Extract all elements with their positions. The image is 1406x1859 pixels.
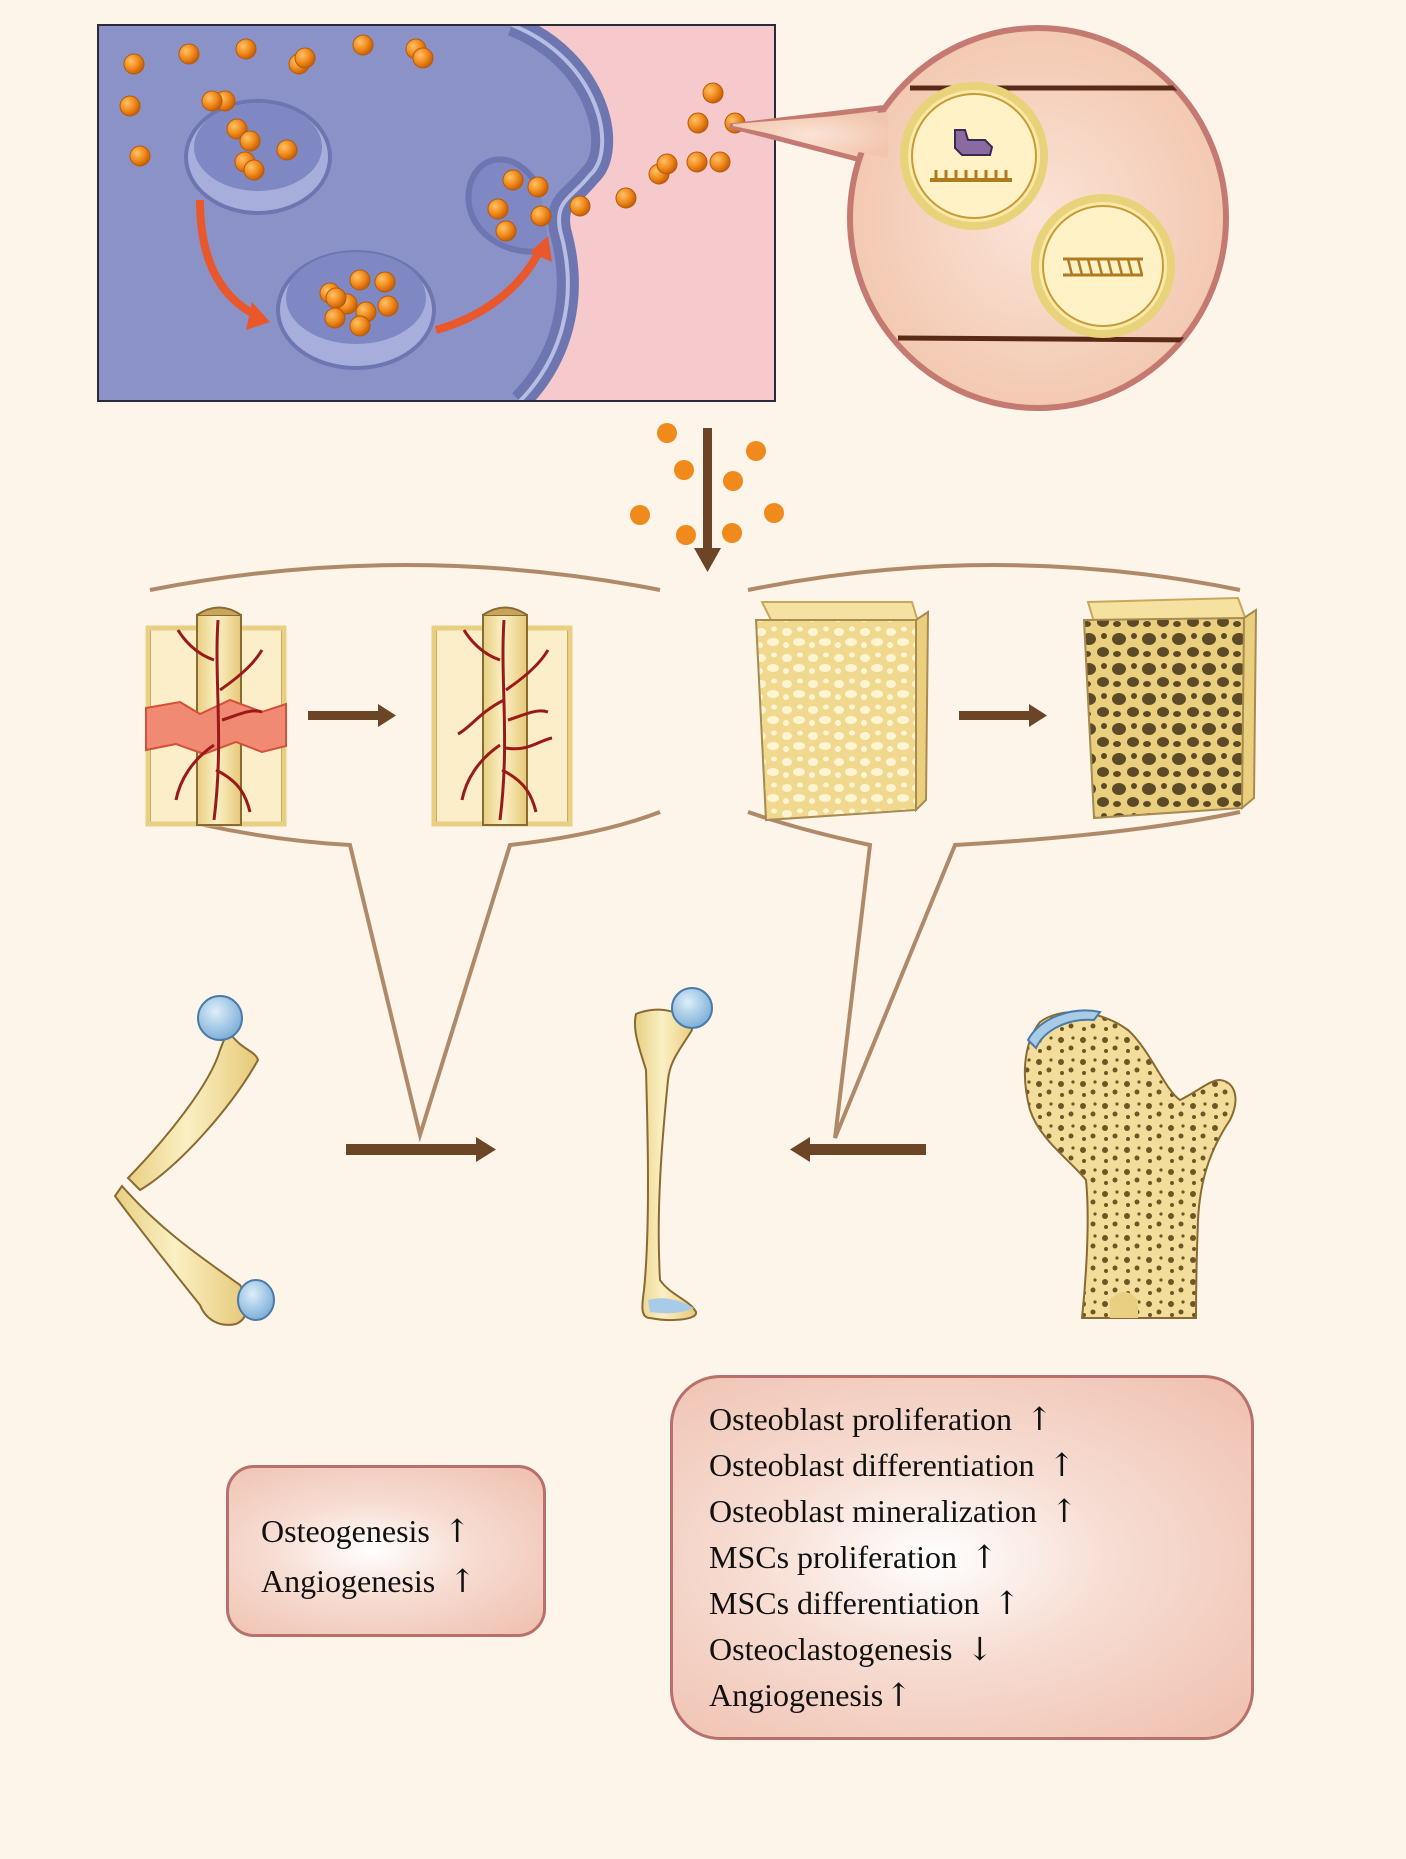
trafficking-arrow-2	[434, 248, 544, 334]
exosome-vesicle	[201, 90, 223, 112]
effect-angiogenesis: Angiogenesis↑	[709, 1672, 1251, 1718]
trafficking-arrowhead-1	[246, 302, 270, 330]
effect-label: Osteoblast mineralization	[709, 1493, 1037, 1529]
exosome-vesicle	[178, 43, 200, 65]
effect-label: MSCs differentiation	[709, 1585, 980, 1621]
effect-label: Angiogenesis	[261, 1563, 436, 1599]
exosome-vesicle	[349, 269, 371, 291]
released-exosome	[764, 503, 784, 523]
osteoporotic-femur-illustration	[1023, 1009, 1237, 1319]
exosome-vesicle	[129, 145, 151, 167]
released-exosome	[630, 505, 650, 525]
released-exosome	[657, 423, 677, 443]
exosome-protein-cargo	[900, 82, 1048, 230]
healed-bone-section	[431, 606, 573, 827]
trabecular-bone-illustration	[754, 596, 1258, 822]
trabecular-bone-bubble	[747, 563, 1241, 1139]
released-exosome	[676, 525, 696, 545]
exosome-vesicle	[324, 307, 346, 329]
healthy-trabecular-bone	[754, 601, 930, 822]
trafficking-arrow-1	[196, 199, 264, 322]
trafficking-arrowhead-2	[530, 236, 552, 262]
effect-label: Osteogenesis	[261, 1513, 430, 1549]
osteoporotic-trabecular-bone	[1082, 596, 1258, 820]
up-arrow-icon: ↑	[885, 1676, 913, 1714]
exosome-vesicle	[487, 198, 509, 220]
effect-label: Osteoblast proliferation	[709, 1401, 1013, 1437]
up-arrow-icon: ↑	[993, 1584, 1021, 1622]
exosome-vesicle	[412, 47, 434, 69]
exosome-vesicle	[686, 151, 708, 173]
healing-arrow	[308, 704, 396, 727]
exosome-cargo-bubble	[729, 25, 1229, 411]
exosome-vesicle	[656, 153, 678, 175]
exosome-vesicle	[349, 315, 371, 337]
up-arrow-icon: ↑	[970, 1538, 998, 1576]
exosome-vesicle	[352, 34, 374, 56]
exosome-secretion-illustration	[97, 24, 776, 402]
effect-osteoclastogenesis: Osteoclastogenesis ↓	[709, 1626, 1251, 1672]
exosome-vesicle	[687, 112, 709, 134]
exosome-vesicle	[239, 130, 261, 152]
fracture-healing-bubble	[149, 563, 661, 1143]
up-arrow-icon: ↑	[1048, 1446, 1076, 1484]
up-arrow-icon: ↑	[443, 1512, 471, 1550]
effect-osteoblast-mineralization: Osteoblast mineralization ↑	[709, 1488, 1251, 1534]
effect-osteoblast-differentiation: Osteoblast differentiation ↑	[709, 1442, 1251, 1488]
effect-label: Osteoblast differentiation	[709, 1447, 1035, 1483]
released-exosome	[723, 471, 743, 491]
exosome-vesicle	[530, 205, 552, 227]
exosome-vesicle	[119, 95, 141, 117]
effect-label: Osteoclastogenesis	[709, 1631, 953, 1667]
released-exosome	[746, 441, 766, 461]
exosome-vesicle	[502, 169, 524, 191]
multivesicular-body-1	[184, 99, 332, 215]
exosome-vesicle	[615, 187, 637, 209]
healthy-femur-illustration	[634, 987, 713, 1321]
exosome-delivery-arrow	[694, 428, 721, 572]
down-arrow-icon: ↓	[966, 1630, 994, 1668]
effect-osteoblast-proliferation: Osteoblast proliferation ↑	[709, 1396, 1251, 1442]
osteoporosis-effects-box: Osteoblast proliferation ↑ Osteoblast dif…	[670, 1375, 1254, 1740]
exosome-rna-cargo	[1031, 194, 1175, 338]
exosome-vesicle	[495, 220, 517, 242]
fractured-femur-illustration	[113, 995, 275, 1326]
effect-label: Angiogenesis	[709, 1677, 884, 1713]
exosome-vesicle	[527, 176, 549, 198]
fracture-healing-illustration	[145, 606, 573, 827]
effect-label: MSCs proliferation	[709, 1539, 957, 1575]
exosome-vesicle	[702, 82, 724, 104]
effect-mscs-differentiation: MSCs differentiation ↑	[709, 1580, 1251, 1626]
effect-mscs-proliferation: MSCs proliferation ↑	[709, 1534, 1251, 1580]
exosome-vesicle	[226, 118, 248, 140]
osteoporosis-effect-arrow	[790, 1137, 926, 1162]
exosome-vesicle	[243, 159, 265, 181]
treatment-arrow	[959, 704, 1047, 727]
up-arrow-icon: ↑	[1026, 1400, 1053, 1438]
exosome-vesicle	[123, 53, 145, 75]
released-exosome	[722, 523, 742, 543]
exosome-vesicle	[276, 139, 298, 161]
exosome-vesicle	[569, 195, 591, 217]
up-arrow-icon: ↑	[1050, 1492, 1078, 1530]
exosome-vesicle	[374, 271, 396, 293]
effect-angiogenesis: Angiogenesis ↑	[261, 1556, 543, 1606]
exosome-vesicle	[325, 287, 347, 309]
exosome-vesicle	[377, 295, 399, 317]
up-arrow-icon: ↑	[449, 1562, 477, 1600]
fractured-bone-section	[145, 606, 287, 827]
healing-effect-arrow	[346, 1137, 496, 1162]
released-exosome	[674, 460, 694, 480]
exosome-vesicle	[294, 47, 316, 69]
exosome-vesicle	[235, 38, 257, 60]
exosome-vesicle	[709, 151, 731, 173]
fracture-effects-box: Osteogenesis↑ Angiogenesis↑	[226, 1465, 546, 1637]
effect-osteogenesis: Osteogenesis ↑	[261, 1506, 543, 1556]
